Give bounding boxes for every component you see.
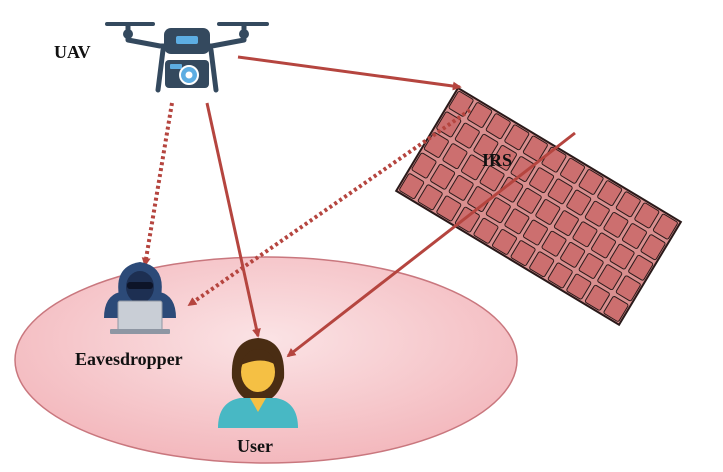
irs-element	[578, 253, 604, 279]
irs-element	[467, 186, 493, 212]
irs-element	[529, 167, 555, 194]
hacker-icon	[104, 262, 176, 334]
irs-element	[640, 234, 666, 261]
link-uav-eavesdropper	[141, 102, 174, 267]
irs-element	[522, 219, 548, 246]
irs-element	[516, 187, 542, 214]
irs-element	[492, 229, 517, 255]
irs-element	[566, 189, 592, 216]
irs-panel-icon	[394, 86, 683, 327]
eavesdropper-label: Eavesdropper	[75, 349, 183, 369]
irs-element	[473, 217, 499, 244]
irs-element	[510, 240, 536, 266]
irs-label: IRS	[482, 150, 512, 170]
irs-element	[584, 200, 610, 227]
irs-element	[417, 184, 443, 211]
irs-element	[621, 223, 647, 249]
irs-element	[485, 113, 511, 140]
link-uav-irs	[237, 55, 462, 91]
irs-element	[498, 176, 524, 203]
irs-element	[591, 232, 617, 259]
irs-element	[430, 163, 456, 190]
uav-label: UAV	[54, 42, 91, 62]
user-label: User	[237, 436, 273, 456]
irs-element	[479, 165, 505, 192]
irs-element	[597, 264, 623, 291]
irs-element	[584, 284, 610, 311]
irs-element	[454, 122, 480, 149]
irs-element	[609, 243, 635, 270]
irs-element	[628, 254, 654, 281]
irs-element	[603, 211, 629, 238]
irs-element	[634, 202, 660, 229]
irs-element	[566, 273, 592, 300]
irs-element	[572, 221, 598, 248]
irs-element	[442, 143, 468, 170]
irs-element	[448, 175, 474, 201]
irs-element	[547, 262, 573, 289]
irs-element	[547, 178, 573, 205]
user-icon	[218, 338, 298, 428]
irs-element	[553, 210, 579, 237]
irs-element	[473, 133, 499, 160]
irs-element	[541, 230, 567, 257]
link-uav-user	[205, 102, 261, 338]
irs-element	[461, 154, 487, 181]
link-irs-user	[286, 131, 576, 358]
irs-element	[491, 145, 517, 171]
irs-element	[652, 213, 678, 240]
irs-element	[399, 173, 425, 200]
irs-element	[467, 102, 493, 128]
drone-icon	[105, 22, 269, 93]
irs-element	[615, 275, 641, 302]
irs-element	[529, 251, 555, 278]
irs-element	[485, 197, 511, 224]
irs-element	[535, 199, 561, 225]
irs-element	[522, 135, 548, 162]
irs-element	[560, 241, 586, 268]
irs-element	[504, 208, 530, 235]
irs-element	[411, 152, 437, 179]
irs-element	[436, 195, 462, 222]
irs-element	[615, 191, 641, 218]
irs-element	[560, 157, 586, 184]
irs-element	[597, 180, 623, 207]
irs-element	[603, 296, 629, 322]
irs-element	[578, 169, 604, 195]
irs-element	[504, 124, 530, 151]
